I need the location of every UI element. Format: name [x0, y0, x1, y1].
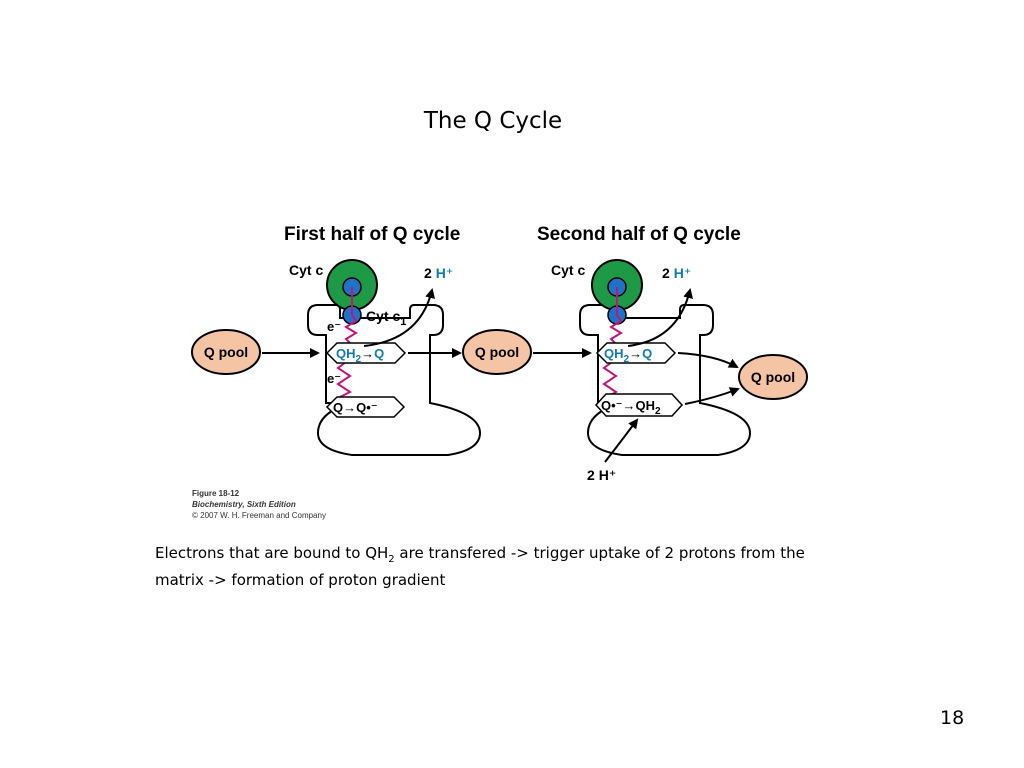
first-q-pool-right-label: Q pool — [475, 344, 519, 360]
body-text-part2: are transfered -> trigger uptake of 2 pr… — [394, 544, 805, 562]
first-electron-label-lower: e⁻ — [327, 371, 341, 386]
first-qi-reaction: Q→Q•⁻ — [333, 400, 378, 415]
first-q-pool-right — [462, 329, 532, 375]
second-half-heading: Second half of Q cycle — [537, 224, 741, 245]
second-qo-to-pool-arrow — [677, 352, 739, 368]
second-q-pool-label: Q pool — [751, 369, 795, 385]
first-qo-site — [325, 342, 407, 364]
body-text-line2: matrix -> formation of proton gradient — [155, 571, 446, 589]
first-q-pool-left-label: Q pool — [204, 344, 248, 360]
first-electron-label-upper: e⁻ — [327, 319, 341, 334]
second-qi-site — [594, 393, 684, 417]
second-qo-reaction: QH2→Q — [604, 346, 652, 365]
page-number: 18 — [940, 707, 965, 729]
slide-title: The Q Cycle — [423, 108, 563, 134]
figure-caption-number: Figure 18-12 — [192, 489, 240, 498]
second-proton-release-arrow — [627, 288, 693, 347]
body-text-part1: Electrons that are bound to QH — [155, 544, 389, 562]
first-cyt-c-label: Cyt c — [289, 262, 323, 278]
first-proton-release-arrow — [363, 288, 435, 347]
second-qo-site — [595, 342, 677, 364]
second-qi-reaction: Q•⁻→QH2 — [601, 398, 661, 417]
first-q-pool-left — [191, 329, 261, 375]
first-qi-site — [325, 396, 406, 418]
first-half-heading: First half of Q cycle — [284, 224, 460, 245]
body-text: Electrons that are bound to QH2 are tran… — [155, 543, 875, 591]
second-proton-uptake-arrow — [604, 418, 639, 463]
second-electron-path-upper — [609, 287, 623, 346]
first-qo-reaction: QH2→Q — [336, 346, 384, 365]
first-cyt-c1-label: Cyt c1 — [366, 308, 406, 328]
second-complex-outline — [579, 304, 752, 456]
second-cyt-c-label: Cyt c — [551, 262, 585, 278]
first-electron-path-upper — [344, 287, 358, 346]
second-qi-to-pool-arrow — [684, 387, 740, 405]
figure-caption-copyright: © 2007 W. H. Freeman and Company — [192, 511, 326, 520]
second-q-pool — [738, 354, 808, 400]
figure-caption-book: Biochemistry, Sixth Edition — [192, 500, 296, 509]
body-text-subscript: 2 — [388, 554, 395, 565]
